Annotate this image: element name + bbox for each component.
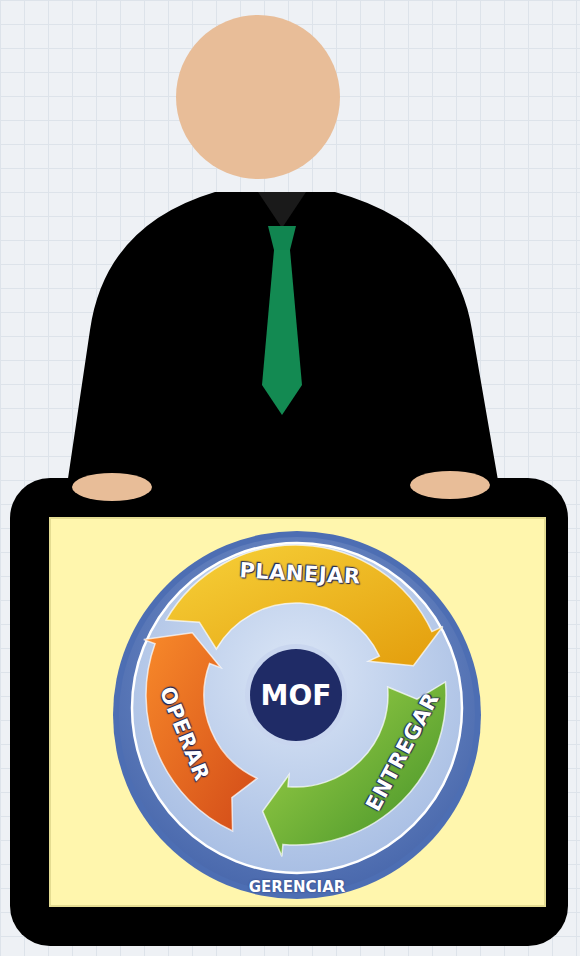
node-label: GERENCIAR (249, 880, 346, 895)
tie (262, 250, 302, 415)
sign-panel (50, 518, 545, 906)
center-disc: MOF (244, 643, 348, 747)
node-label: MOF (261, 682, 332, 710)
right-hand (410, 471, 490, 499)
cycle-ring: GERENCIARMOFPLANEJARENTREGAROPERAR (112, 530, 482, 900)
disc-fill (250, 649, 342, 741)
outer-ring (113, 531, 481, 899)
ring-inner (132, 543, 462, 873)
ring-band (119, 537, 475, 893)
disc-border (245, 644, 347, 746)
torso (66, 192, 500, 492)
collar (258, 192, 306, 228)
arrow-shape (263, 682, 446, 856)
tie-knot (268, 226, 296, 250)
sign-board (10, 478, 568, 946)
arrow-shape (144, 633, 257, 831)
head (176, 15, 340, 179)
arrow-shape (166, 545, 443, 666)
left-hand (72, 473, 152, 501)
